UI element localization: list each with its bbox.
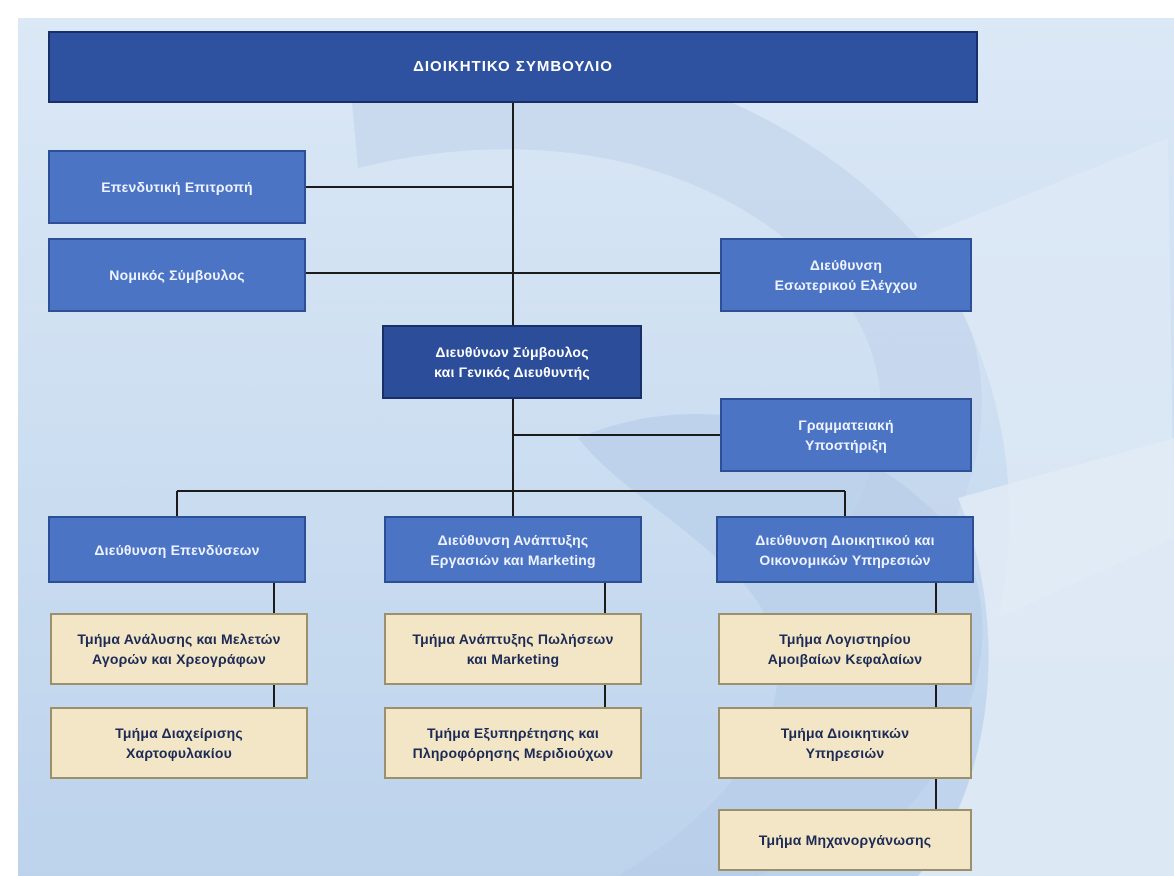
directorate-investments-box: Διεύθυνση Επενδύσεων xyxy=(48,516,306,583)
department-label: Τμήμα Ανάπτυξης Πωλήσεων και Marketing xyxy=(412,631,614,667)
department-it-box: Τμήμα Μηχανοργάνωσης xyxy=(718,809,972,871)
department-market-analysis-box: Τμήμα Ανάλυσης και Μελετών Αγορών και Χρ… xyxy=(50,613,308,685)
secretarial-support-box: Γραμματειακή Υποστήριξη xyxy=(720,398,972,472)
department-label: Τμήμα Μηχανοργάνωσης xyxy=(758,832,932,848)
ceo-box: Διευθύνων Σύμβουλος και Γενικός Διευθυντ… xyxy=(382,325,642,399)
department-administrative-services-box: Τμήμα Διοικητικών Υπηρεσιών xyxy=(718,707,972,779)
directorate-administration-finance-box: Διεύθυνση Διοικητικού και Οικονομικών Υπ… xyxy=(716,516,974,583)
department-unitholder-services-box: Τμήμα Εξυπηρέτησης και Πληροφόρησης Μερι… xyxy=(384,707,642,779)
legal-advisor-box: Νομικός Σύμβουλος xyxy=(48,238,306,312)
internal-audit-box: Διεύθυνση Εσωτερικού Ελέγχου xyxy=(720,238,972,312)
department-label: Τμήμα Λογιστηρίου Αμοιβαίων Κεφαλαίων xyxy=(767,631,923,667)
investment-committee-box: Επενδυτική Επιτροπή xyxy=(48,150,306,224)
board-label: ΔΙΟΙΚΗΤΙΚΟ ΣΥΜΒΟΥΛΙΟ xyxy=(413,58,613,75)
directorate-label: Διεύθυνση Επενδύσεων xyxy=(94,541,260,558)
department-label: Τμήμα Διαχείρισης Χαρτοφυλακίου xyxy=(115,725,243,761)
department-label: Τμήμα Διοικητικών Υπηρεσιών xyxy=(780,725,910,761)
ceo-label: Διευθύνων Σύμβουλος και Γενικός Διευθυντ… xyxy=(434,344,590,380)
directorate-label: Διεύθυνση Ανάπτυξης Εργασιών και Marketi… xyxy=(430,531,596,568)
legal-advisor-label: Νομικός Σύμβουλος xyxy=(109,267,245,283)
department-portfolio-management-box: Τμήμα Διαχείρισης Χαρτοφυλακίου xyxy=(50,707,308,779)
department-label: Τμήμα Ανάλυσης και Μελετών Αγορών και Χρ… xyxy=(77,631,281,667)
board-box: ΔΙΟΙΚΗΤΙΚΟ ΣΥΜΒΟΥΛΙΟ xyxy=(48,31,978,103)
investment-committee-label: Επενδυτική Επιτροπή xyxy=(101,179,253,195)
department-mutual-fund-accounting-box: Τμήμα Λογιστηρίου Αμοιβαίων Κεφαλαίων xyxy=(718,613,972,685)
directorate-business-development-box: Διεύθυνση Ανάπτυξης Εργασιών και Marketi… xyxy=(384,516,642,583)
directorate-label: Διεύθυνση Διοικητικού και Οικονομικών Υπ… xyxy=(755,531,935,568)
internal-audit-label: Διεύθυνση Εσωτερικού Ελέγχου xyxy=(774,257,918,293)
secretarial-support-label: Γραμματειακή Υποστήριξη xyxy=(798,417,894,453)
department-sales-marketing-box: Τμήμα Ανάπτυξης Πωλήσεων και Marketing xyxy=(384,613,642,685)
department-label: Τμήμα Εξυπηρέτησης και Πληροφόρησης Μερι… xyxy=(412,725,614,761)
